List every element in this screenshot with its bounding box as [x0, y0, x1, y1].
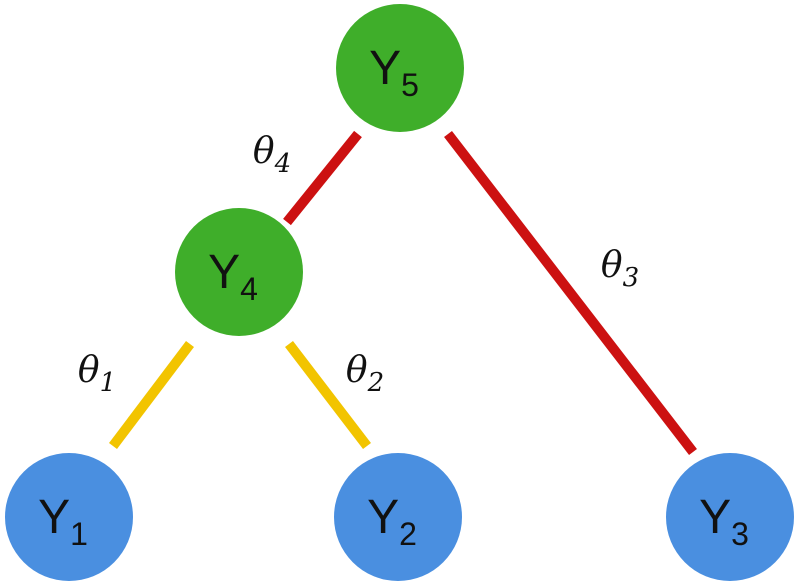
- edge-y5-y3: [444, 130, 697, 456]
- node-y3: Y3: [666, 453, 794, 581]
- edge-label-theta-2: θ2: [346, 350, 384, 398]
- edge-label-theta-1: θ1: [78, 350, 116, 398]
- node-label-y2: Y2: [367, 491, 417, 552]
- node-circle-y2: [334, 453, 462, 581]
- edge-labels: θ4 θ3 θ1 θ2: [78, 131, 639, 398]
- node-y5: Y5: [336, 4, 464, 132]
- node-circle-y1: [5, 453, 133, 581]
- node-label-y5: Y5: [369, 42, 419, 103]
- edge-y4-y1: [109, 340, 194, 450]
- edges: [109, 130, 697, 456]
- edge-y5-y4: [283, 130, 362, 226]
- node-label-y1: Y1: [38, 491, 88, 552]
- edge-label-theta-3: θ3: [601, 245, 639, 293]
- node-circle-y3: [666, 453, 794, 581]
- edge-y4-y2: [285, 340, 371, 450]
- node-circle-y4: [175, 208, 303, 336]
- edge-label-theta-4: θ4: [253, 131, 291, 179]
- node-circle-y5: [336, 4, 464, 132]
- node-label-y3: Y3: [699, 491, 749, 552]
- node-y2: Y2: [334, 453, 462, 581]
- node-y1: Y1: [5, 453, 133, 581]
- node-y4: Y4: [175, 208, 303, 336]
- node-label-y4: Y4: [208, 246, 258, 307]
